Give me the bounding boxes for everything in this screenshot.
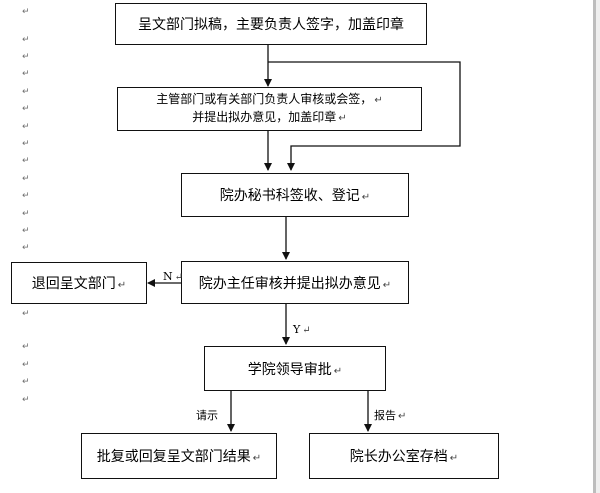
paragraph-mark: ↵ xyxy=(22,309,30,319)
step-register-box: 院办秘书科签收、登记↵ xyxy=(181,173,409,217)
paragraph-mark: ↵ xyxy=(22,104,30,114)
edge-label-instruct: 请示 xyxy=(196,409,218,422)
step-director-box: 院办主任审核并提出拟办意见↵ xyxy=(181,261,409,304)
step-register-text: 院办秘书科签收、登记↵ xyxy=(219,188,371,204)
page-edge xyxy=(596,0,600,493)
step-reject-box: 退回呈文部门↵ xyxy=(11,262,147,304)
step-review-line2: 并提出拟办意见，加盖印章↵ xyxy=(192,110,347,124)
paragraph-mark: ↵ xyxy=(22,52,30,62)
step-draft-text: 呈文部门拟稿，主要负责人签字，加盖印章 xyxy=(138,17,404,33)
edge-label-report: 报告↵ xyxy=(374,409,407,422)
step-draft-box: 呈文部门拟稿，主要负责人签字，加盖印章 xyxy=(115,3,427,45)
paragraph-mark: ↵ xyxy=(22,342,30,352)
step-archive-box: 院长办公室存档↵ xyxy=(309,433,499,479)
step-director-text: 院办主任审核并提出拟办意见↵ xyxy=(198,275,392,292)
step-leader-box: 学院领导审批↵ xyxy=(204,346,386,391)
step-reply-text: 批复或回复呈文部门结果↵ xyxy=(96,449,262,465)
paragraph-mark: ↵ xyxy=(22,191,30,201)
paragraph-mark: ↵ xyxy=(22,69,30,79)
step-review-line1: 主管部门或有关部门负责人审核或会签，↵ xyxy=(156,92,383,106)
paragraph-mark: ↵ xyxy=(22,226,30,236)
page-edge-shadow xyxy=(593,0,596,493)
step-review-box: 主管部门或有关部门负责人审核或会签，↵ 并提出拟办意见，加盖印章↵ xyxy=(117,87,422,131)
step-reply-box: 批复或回复呈文部门结果↵ xyxy=(81,433,277,479)
paragraph-mark: ↵ xyxy=(22,174,30,184)
paragraph-mark: ↵ xyxy=(22,360,30,370)
paragraph-mark: ↵ xyxy=(22,156,30,166)
edge-label-yes: Y↵ xyxy=(293,323,311,336)
paragraph-mark: ↵ xyxy=(22,395,30,405)
paragraph-mark: ↵ xyxy=(22,87,30,97)
paragraph-mark: ↵ xyxy=(22,7,30,17)
paragraph-mark: ↵ xyxy=(22,139,30,149)
step-leader-text: 学院领导审批↵ xyxy=(247,361,343,378)
arrow-draft-to-register-bypass xyxy=(268,61,461,171)
paragraph-mark: ↵ xyxy=(22,122,30,132)
paragraph-mark: ↵ xyxy=(22,209,30,219)
step-archive-text: 院长办公室存档↵ xyxy=(349,449,459,465)
paragraph-mark: ↵ xyxy=(22,377,30,387)
edge-label-no: N↵ xyxy=(163,270,184,283)
paragraph-mark: ↵ xyxy=(22,243,30,253)
paragraph-mark: ↵ xyxy=(22,35,30,45)
step-reject-text: 退回呈文部门↵ xyxy=(31,276,127,292)
